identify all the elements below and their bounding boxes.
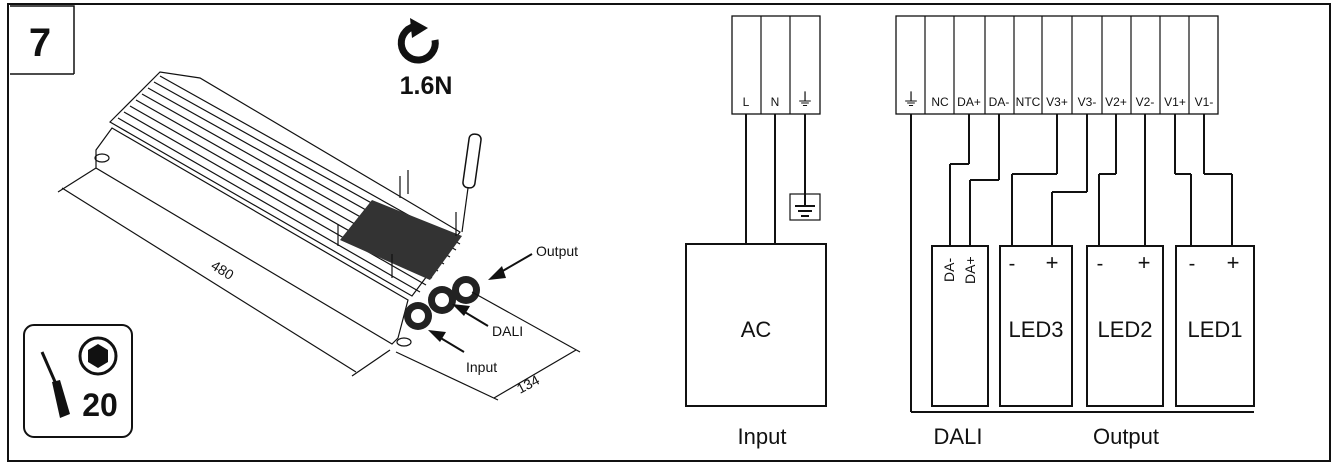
output-terminal-block <box>895 15 1219 115</box>
earth-symbol-icon <box>789 193 821 221</box>
terminal-L: L <box>743 95 750 109</box>
driver-housing-illustration: 480 134 Output DALI Input <box>57 71 581 401</box>
step-badge: 7 <box>10 5 75 75</box>
ac-label: AC <box>741 317 772 342</box>
caption-input: Input <box>738 424 787 449</box>
caption-output: Output <box>1093 424 1159 449</box>
input-callout: Input <box>466 359 497 375</box>
terminal-DA-minus: DA- <box>989 95 1010 109</box>
cable-glands <box>404 276 480 330</box>
length-dimension: 480 <box>57 167 391 377</box>
terminal-DA-plus: DA+ <box>957 95 981 109</box>
led2-label: LED2 <box>1097 317 1152 342</box>
terminal-ground-icon: ⏚ <box>902 90 920 110</box>
terminal-V2-plus: V2+ <box>1105 95 1127 109</box>
tool-size: 20 <box>82 387 118 423</box>
led1-minus: - <box>1189 253 1196 275</box>
dali-pin-minus: DA- <box>941 258 957 282</box>
terminal-V1-minus: V1- <box>1195 95 1214 109</box>
terminal-V2-minus: V2- <box>1136 95 1155 109</box>
rotate-clockwise-icon <box>397 18 439 64</box>
led3-label: LED3 <box>1008 317 1063 342</box>
dali-callout: DALI <box>492 323 523 339</box>
terminal-V1-plus: V1+ <box>1164 95 1186 109</box>
output-callout: Output <box>536 243 578 259</box>
terminal-NTC: NTC <box>1016 95 1041 109</box>
led1-plus: + <box>1227 250 1240 275</box>
led2-minus: - <box>1097 253 1104 275</box>
length-label: 480 <box>208 257 236 283</box>
led1-box <box>1175 245 1255 407</box>
figure-frame <box>7 3 1331 462</box>
step-number: 7 <box>29 21 51 65</box>
led3-box <box>999 245 1073 407</box>
hex-bit-icon <box>78 336 118 376</box>
wiring <box>745 114 1254 413</box>
ac-box <box>685 243 827 407</box>
dali-pin-plus: DA+ <box>962 256 978 284</box>
width-label: 134 <box>514 371 542 396</box>
screwdriver-illustration <box>461 133 482 233</box>
led2-plus: + <box>1138 250 1151 275</box>
terminal-NC: NC <box>931 95 949 109</box>
led3-minus: - <box>1009 253 1016 275</box>
terminal-V3-minus: V3- <box>1078 95 1097 109</box>
terminal-N: N <box>771 95 780 109</box>
led3-plus: + <box>1046 250 1059 275</box>
tool-badge: 20 <box>23 324 133 438</box>
terminal-V3-plus: V3+ <box>1046 95 1068 109</box>
torque-value: 1.6N <box>400 72 453 100</box>
dali-box <box>931 245 989 407</box>
caption-dali: DALI <box>934 424 983 449</box>
screwdriver-icon <box>40 351 70 418</box>
led2-box <box>1086 245 1164 407</box>
terminal-ac-ground-icon: ⏚ <box>796 90 814 110</box>
led1-label: LED1 <box>1187 317 1242 342</box>
